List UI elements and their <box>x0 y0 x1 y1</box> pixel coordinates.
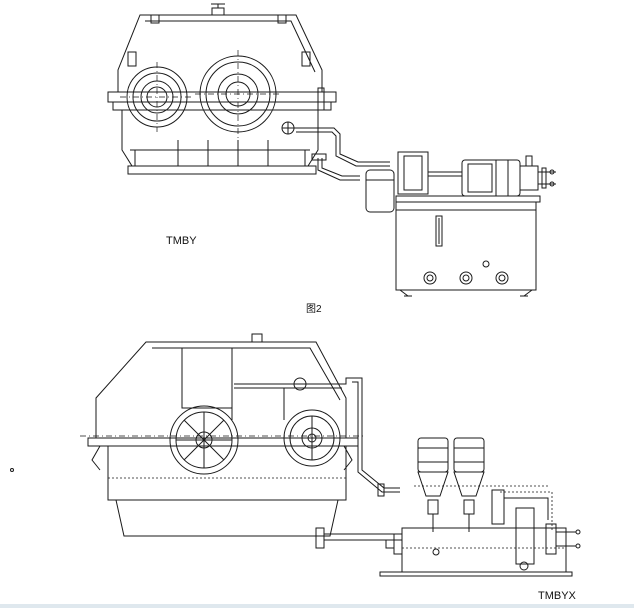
tmbyx-lube-station <box>379 437 581 577</box>
tmbyx-gearbox <box>80 333 402 549</box>
tmby-motor-pump <box>365 151 556 213</box>
margin-mark <box>10 468 14 472</box>
tmby-oil-tank <box>395 201 537 297</box>
tmby-pipework <box>294 127 390 181</box>
figure-caption: 图2 <box>306 304 322 315</box>
bottom-strip <box>0 604 634 608</box>
model-label-tmby: TMBY <box>166 235 197 247</box>
model-label-tmbyx: TMBYX <box>538 590 576 602</box>
tmby-gearbox <box>107 3 337 175</box>
